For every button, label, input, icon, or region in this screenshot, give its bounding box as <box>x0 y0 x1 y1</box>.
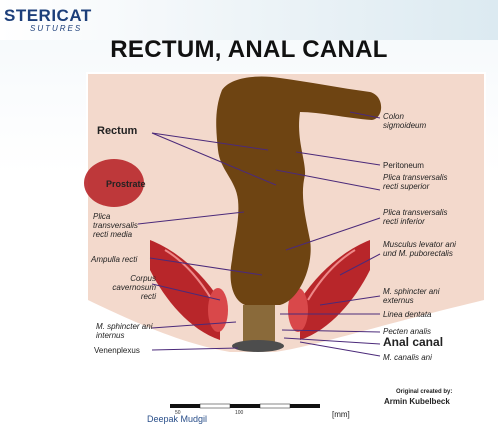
muscle-fiber-left <box>164 249 213 301</box>
label-peritoneum: Peritoneum <box>383 161 424 170</box>
logo-sub-text: SUTURES <box>30 24 83 33</box>
anal-canal-shape <box>243 305 275 343</box>
header-band <box>0 0 498 40</box>
author-name: Deepak Mudgil <box>147 414 208 424</box>
label-linea: Linea dentata <box>383 310 432 319</box>
muscle-fiber-right <box>307 249 356 301</box>
skin-area <box>88 300 484 400</box>
sphincter-right <box>288 288 308 332</box>
label-levator: Musculus levator ani und M. puborectalis <box>383 240 456 258</box>
label-sphincter-ext: M. sphincter ani externus <box>383 287 440 305</box>
label-plica-sup: Plica transversalis recti superior <box>383 173 448 191</box>
scale-tick-50: 50 <box>175 410 181 416</box>
label-corpus: Corpus cavernosum recti <box>112 274 156 301</box>
label-venenplexus: Venenplexus <box>94 346 140 355</box>
prostrate-shape <box>84 159 144 207</box>
anus-shape <box>232 340 284 352</box>
label-anus: Anus <box>249 355 268 364</box>
credit-line2: Armin Kubelbeck <box>384 397 450 406</box>
scale-bar <box>170 403 320 409</box>
label-plica-media: Plica transversalis recti media <box>93 212 138 239</box>
rectum-shape <box>216 76 382 305</box>
credit-line1: Original created by: <box>396 389 453 395</box>
label-rectum: Rectum <box>97 125 138 137</box>
label-prostrate: Prostrate <box>106 179 146 189</box>
levator-muscle-right <box>300 240 370 340</box>
label-canalis: M. canalis ani <box>383 353 432 362</box>
label-plica-inf: Plica transversalis recti inferior <box>383 208 448 226</box>
label-pecten: Pecten analis <box>383 327 432 336</box>
sphincter-left <box>208 288 228 332</box>
page-title: RECTUM, ANAL CANAL <box>110 36 388 63</box>
label-sphincter-int: M. sphincter ani internus <box>96 322 153 340</box>
pointer-lines <box>137 111 381 357</box>
label-anal-canal: Anal canal <box>383 335 444 349</box>
label-ampulla: Ampulla recti <box>91 255 138 264</box>
label-colon: Colon sigmoideum <box>383 112 427 130</box>
levator-muscle-left <box>150 240 220 340</box>
scale-unit: [mm] <box>332 410 350 419</box>
logo-main-text: STERICAT <box>4 6 92 25</box>
scale-tick-100: 100 <box>235 410 244 416</box>
logo: STERICAT SUTURES <box>0 6 100 34</box>
